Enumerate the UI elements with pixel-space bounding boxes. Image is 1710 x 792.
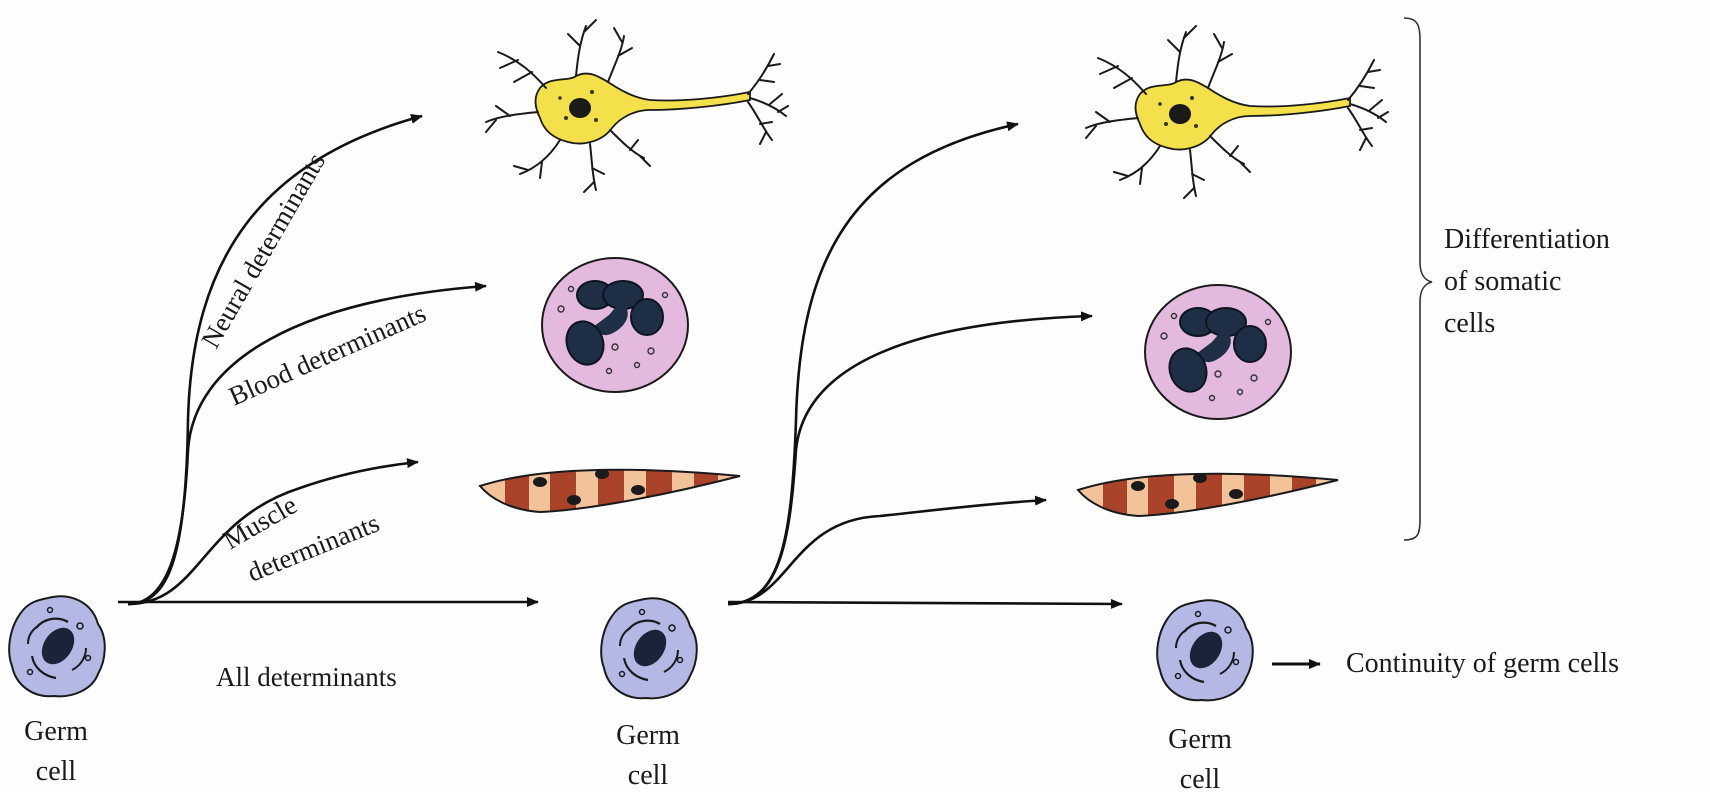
label-cell-2: cell (628, 760, 669, 791)
label-cell-3: cell (1180, 764, 1221, 792)
arrow-muscle-2 (728, 500, 1046, 604)
germ-cell-2 (601, 598, 697, 698)
label-germ-1: Germ (24, 716, 88, 747)
label-differentiation-2: of somatic (1444, 266, 1561, 297)
label-cell-1: cell (36, 756, 77, 787)
label-continuity-germ-cells: Continuity of germ cells (1346, 648, 1619, 679)
label-differentiation-3: cells (1444, 308, 1495, 339)
label-all-determinants: All determinants (216, 662, 397, 692)
label-germ-3: Germ (1168, 724, 1232, 755)
germ-cell-3 (1157, 600, 1253, 700)
neuron-cell-2 (1086, 26, 1388, 198)
label-neural-determinants: Neural determinants (195, 148, 331, 353)
blood-cell-2 (1145, 285, 1291, 419)
muscle-cell-1 (475, 454, 745, 516)
arrow-neural-2 (728, 124, 1018, 604)
muscle-cell-2 (1073, 458, 1343, 520)
label-germ-2: Germ (616, 720, 680, 751)
arrow-blood-2 (728, 316, 1092, 604)
differentiation-brace (1404, 18, 1432, 540)
blood-cell-1 (542, 258, 688, 392)
germ-cell-1 (9, 596, 105, 696)
label-differentiation-1: Differentiation (1444, 224, 1610, 255)
arrow-germ-2 (728, 602, 1122, 604)
neuron-cell-1 (486, 20, 788, 192)
